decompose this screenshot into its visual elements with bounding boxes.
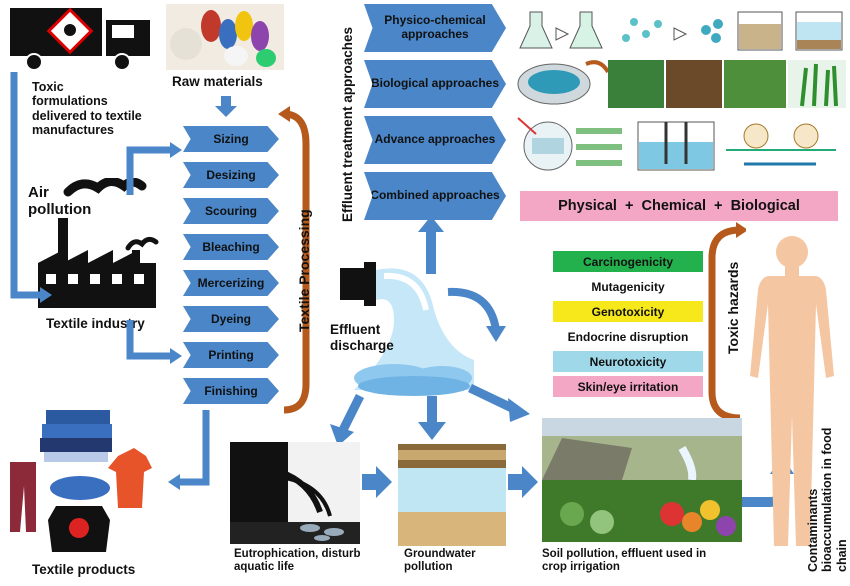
hazard-mutagenicity: Mutagenicity [553,276,703,297]
bioaccumulation-label: Contaminants bioaccumulation in food cha… [806,422,849,572]
toxic-hazards-title: Toxic hazards [725,261,741,354]
step-bleaching: Bleaching [183,234,279,260]
textile-products-label: Textile products [32,562,136,577]
soil-pollution-label: Soil pollution, effluent used in crop ir… [542,548,707,574]
textile-industry-label: Textile industry [46,316,145,331]
hazard-genotoxicity: Genotoxicity [553,301,703,322]
truck-icon [8,4,158,72]
groundwater-label: Groundwater pollution [404,548,476,574]
biological-image [516,58,846,110]
groundwater-image [398,444,506,546]
arrow-down-icon [215,96,237,117]
hazard-carcinogenicity: Carcinogenicity [553,251,703,272]
step-desizing: Desizing [183,162,279,188]
approach-physico-chemical: Physico-chemical approaches [364,4,506,52]
step-sizing: Sizing [183,126,279,152]
air-pollution-label: Air pollution [28,184,92,219]
effluent-discharge-label: Effluent discharge [330,322,394,353]
human-body-figure [740,226,844,576]
effluent-discharge-graphic [334,240,484,400]
approach-biological: Biological approaches [364,60,506,108]
eutrophication-image [230,442,360,544]
approach-advance: Advance approaches [364,116,506,164]
step-finishing: Finishing [183,378,279,404]
soil-pollution-image [542,418,742,542]
factory-icon [28,177,166,310]
toxic-formulations-label: Toxic formulations delivered to textile … [32,80,142,138]
raw-materials-label: Raw materials [172,74,263,89]
combined-approaches-banner: Physical + Chemical + Biological [520,191,838,221]
step-printing: Printing [183,342,279,368]
hazard-endocrine-disruption: Endocrine disruption [553,326,703,347]
step-dyeing: Dyeing [183,306,279,332]
physico-chemical-image [516,4,846,54]
hazard-neurotoxicity: Neurotoxicity [553,351,703,372]
textile-products-image [6,402,158,552]
hazards-bracket [708,222,746,422]
step-scouring: Scouring [183,198,279,224]
approach-combined: Combined approaches [364,172,506,220]
advance-image [516,114,846,174]
hazard-skin-eye-irritation: Skin/eye irritation [553,376,703,397]
step-mercerizing: Mercerizing [183,270,279,296]
raw-materials-image [166,4,284,70]
processing-bracket [278,106,310,414]
eutrophication-label: Eutrophication, disturb aquatic life [234,548,361,574]
bioaccumulation-text: Contaminants bioaccumulation in food cha… [806,427,849,572]
